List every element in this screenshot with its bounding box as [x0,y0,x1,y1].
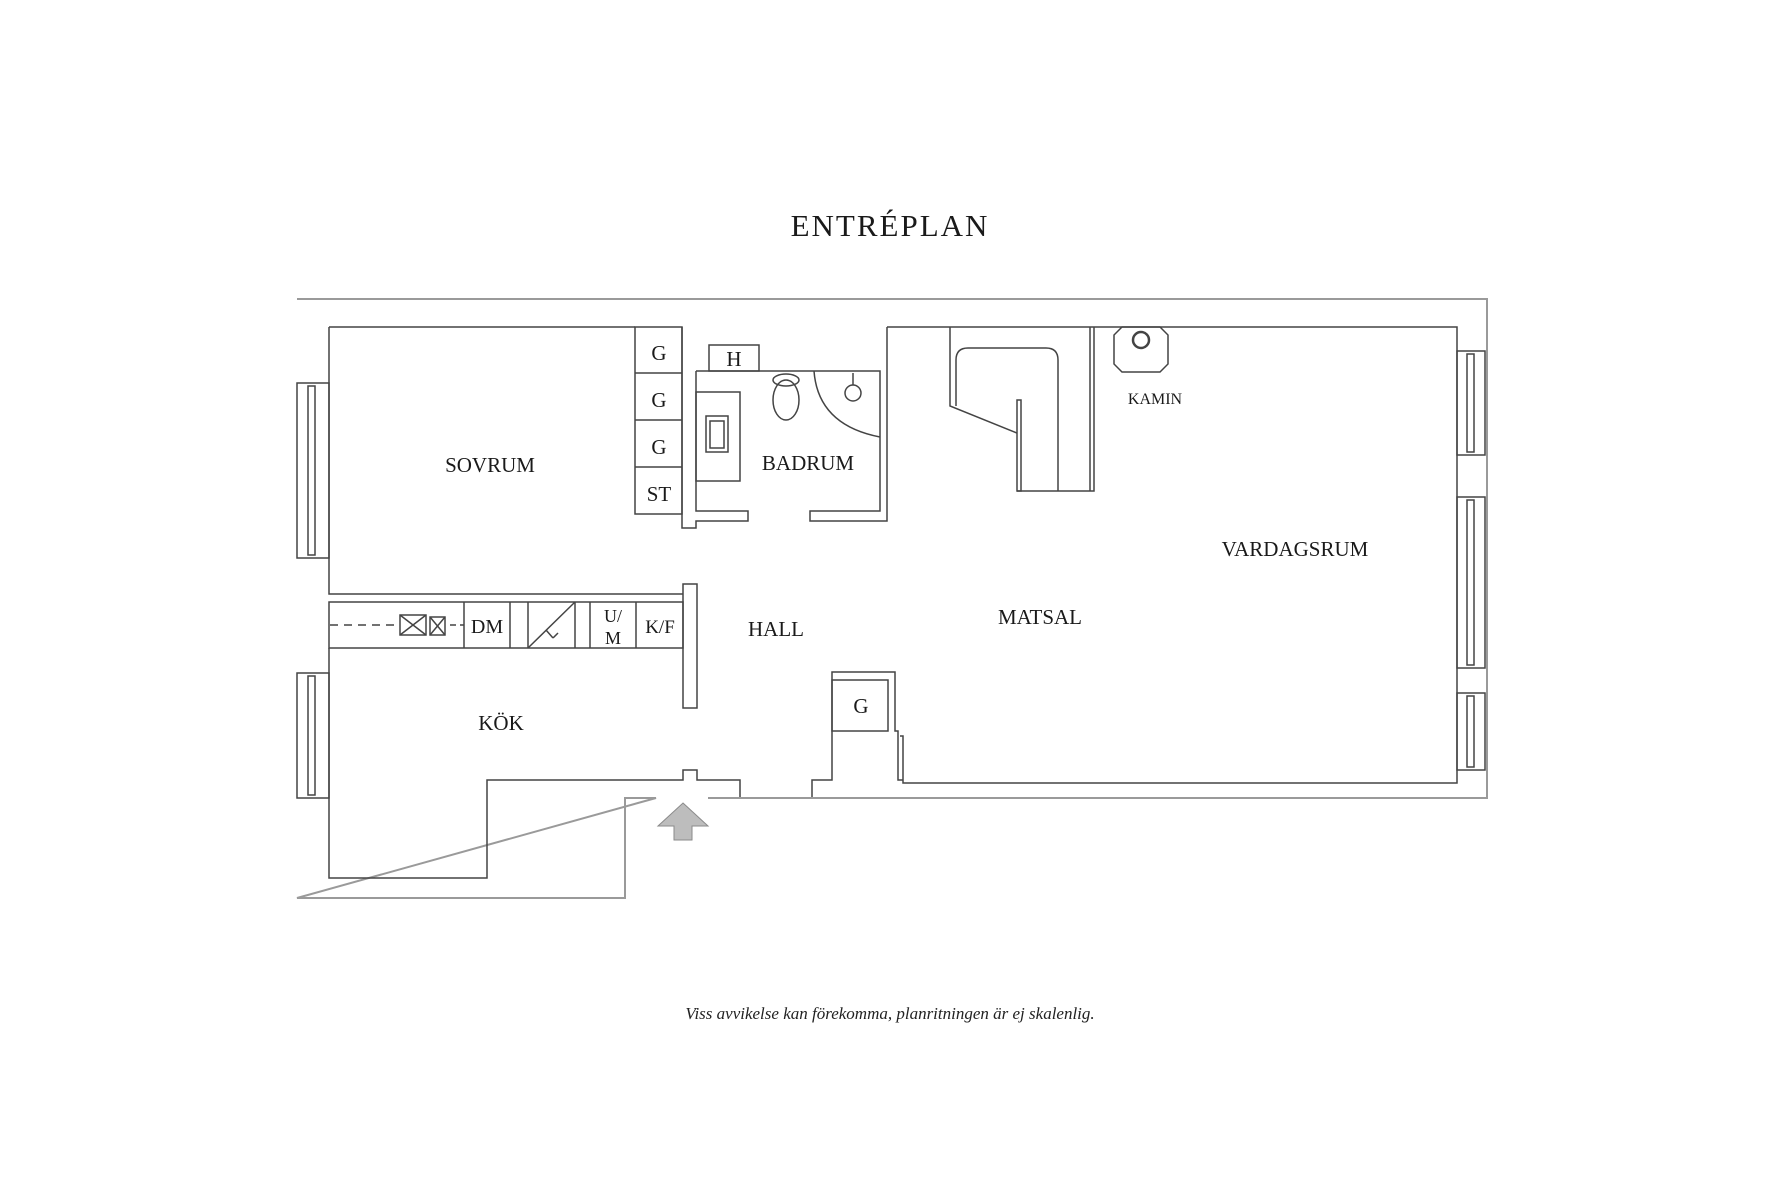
room-label-kok: KÖK [478,711,524,735]
outer-wall [296,298,1488,899]
closet-label-g2: G [651,388,666,412]
room-label-vardagsrum: VARDAGSRUM [1222,537,1369,561]
room-label-badrum: BADRUM [762,451,855,475]
room-label-matsal: MATSAL [998,605,1082,629]
closet-label-g-hall: G [853,694,868,718]
appliance-label-um-top: U/ [604,606,622,626]
kitchen-walls [328,648,741,879]
hall-g-walls [811,671,903,797]
right-windows [1456,350,1486,771]
entrance-arrow-icon [656,802,710,841]
hob-icon [399,614,427,636]
plan-title: ENTRÉPLAN [790,208,990,243]
shower-icon [813,370,881,438]
sink-counter [695,391,741,482]
closet-label-h: H [726,347,741,371]
appliance-label-dm: DM [471,616,503,638]
room-label-hall: HALL [748,617,804,641]
closet-label-g3: G [651,435,666,459]
closet-label-g1: G [651,341,666,365]
closet-label-st: ST [647,482,672,506]
hall-wall-stub [682,583,698,709]
kamin-icon [1113,326,1169,373]
label-kamin: KAMIN [1128,391,1183,408]
bathroom-walls [696,327,888,522]
tap-icon [429,616,446,636]
room-label-sovrum: SOVRUM [445,453,535,477]
disclaimer-text: Viss avvikelse kan förekomma, planritnin… [685,1004,1095,1023]
toilet-icon [772,379,800,421]
bathroom-wall-left [681,327,749,529]
sink-basin [705,415,729,453]
staircase [949,327,1018,434]
appliance-label-kf: K/F [645,617,675,638]
appliance-label-um-bottom: M [605,628,621,648]
hall-g-closet [831,679,889,732]
